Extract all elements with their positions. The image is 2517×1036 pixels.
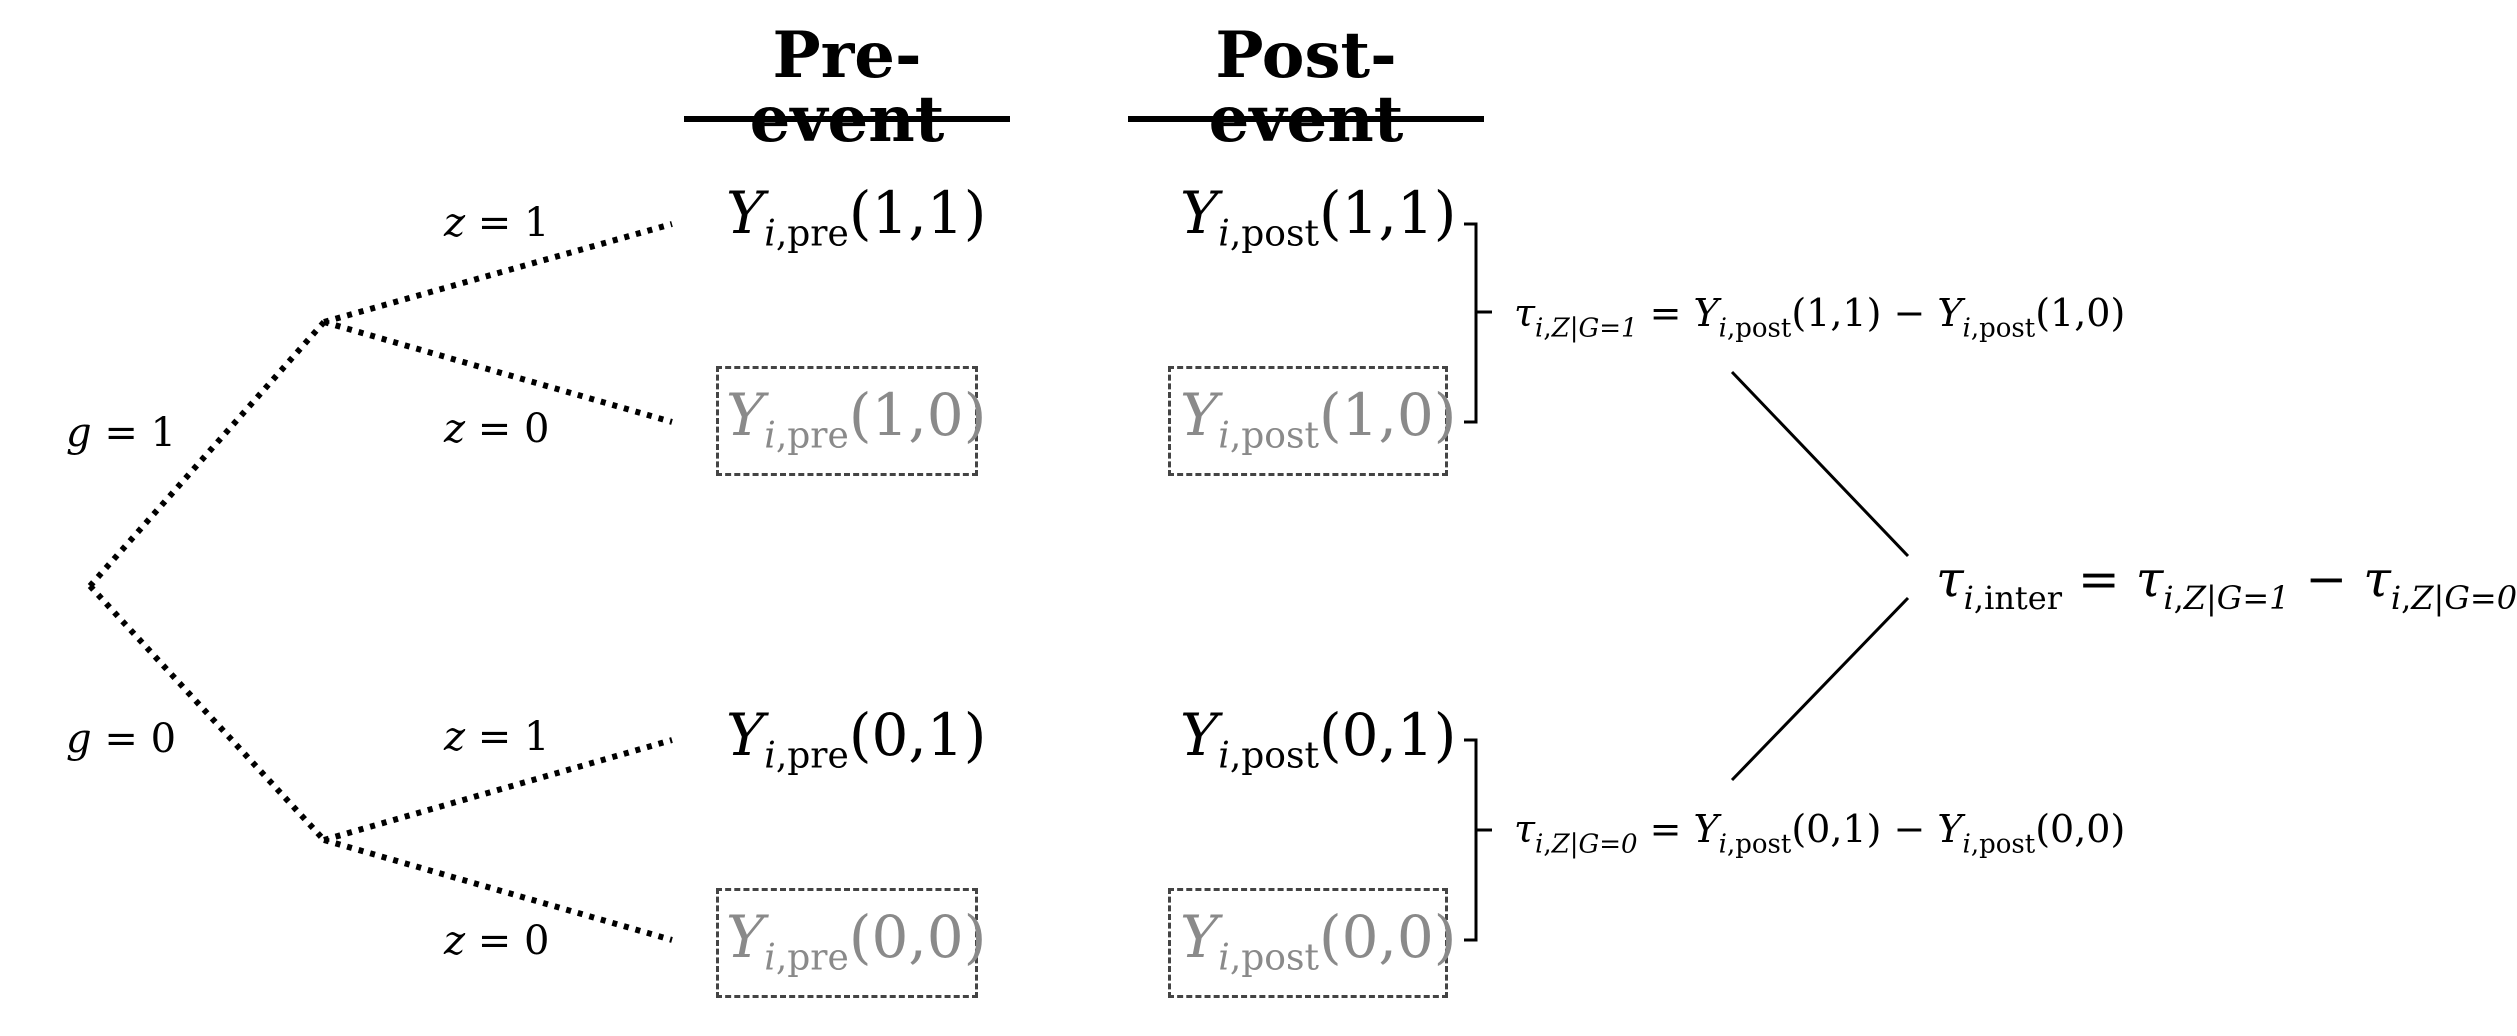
outcome-pre-01: Yi,pre(0,1) xyxy=(726,701,987,777)
edge-root-g0 xyxy=(87,583,327,843)
header-pre-underline xyxy=(684,116,1010,122)
header-post-event: Post-event xyxy=(1124,24,1488,152)
formula-tau-g1: τi,Z|G=1 = Yi,post(1,1) − Yi,post(1,0) xyxy=(1514,291,2126,344)
edge-g1-z1 xyxy=(323,221,673,325)
outcome-pre-00: Yi,pre(0,0) xyxy=(726,903,987,979)
counterfactual-box-post-00 xyxy=(1168,888,1448,998)
connector-g0-inter xyxy=(1730,596,1910,782)
label-z-equals-0-bottom: z = 0 xyxy=(444,918,550,964)
counterfactual-box-pre-00 xyxy=(716,888,978,998)
label-g-equals-1: g = 1 xyxy=(66,410,177,456)
label-g-equals-0: g = 0 xyxy=(66,716,177,762)
outcome-pre-10: Yi,pre(1,0) xyxy=(726,381,987,457)
label-z-equals-1-bottom: z = 1 xyxy=(444,714,550,760)
formula-tau-g0: τi,Z|G=0 = Yi,post(0,1) − Yi,post(0,0) xyxy=(1514,807,2126,860)
outcome-post-10: Yi,post(1,0) xyxy=(1180,381,1457,457)
header-post-text: Post-event xyxy=(1208,18,1404,157)
header-post-underline xyxy=(1128,116,1484,122)
bracket-g0 xyxy=(1464,738,1478,942)
outcome-post-11: Yi,post(1,1) xyxy=(1180,179,1457,255)
header-pre-text: Pre-event xyxy=(749,18,945,157)
bracket-g1 xyxy=(1464,222,1478,424)
formula-tau-inter: τi,inter = τi,Z|G=1 − τi,Z|G=0 xyxy=(1936,550,2517,617)
counterfactual-box-post-10 xyxy=(1168,366,1448,476)
label-z-equals-0-top: z = 0 xyxy=(444,406,550,452)
label-z-equals-1-top: z = 1 xyxy=(444,200,550,246)
edge-g0-z1 xyxy=(323,737,673,843)
edge-g0-z0 xyxy=(323,837,673,943)
connector-g1-inter xyxy=(1730,370,1910,558)
outcome-pre-11: Yi,pre(1,1) xyxy=(726,179,987,255)
edge-g1-z0 xyxy=(323,319,673,425)
header-pre-event: Pre-event xyxy=(680,24,1014,152)
outcome-post-01: Yi,post(0,1) xyxy=(1180,701,1457,777)
counterfactual-box-pre-10 xyxy=(716,366,978,476)
outcome-post-00: Yi,post(0,0) xyxy=(1180,903,1457,979)
